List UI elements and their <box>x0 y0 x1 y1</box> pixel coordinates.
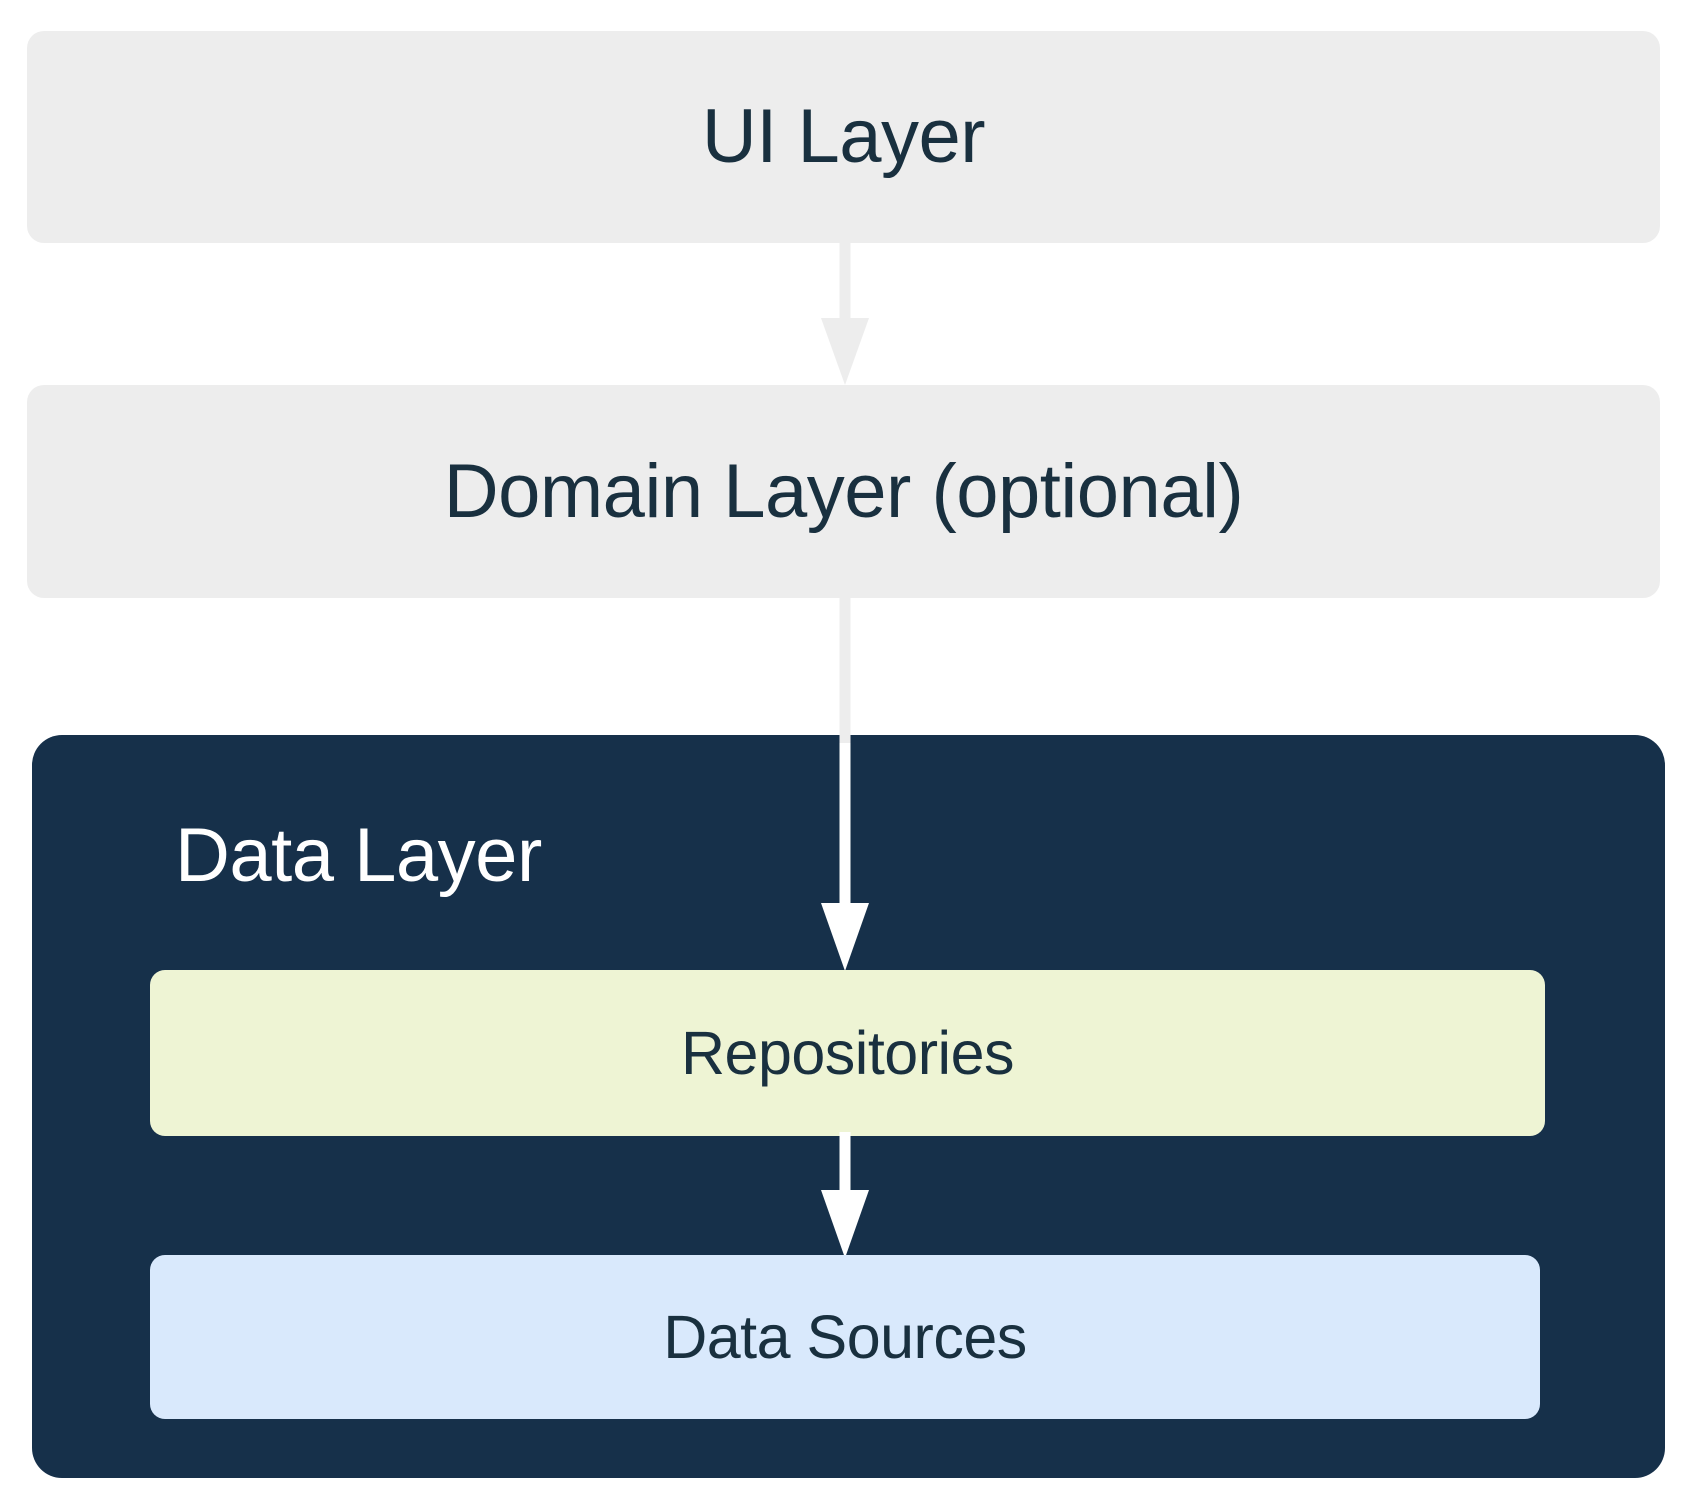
repositories-box: Repositories <box>150 970 1545 1136</box>
repositories-label: Repositories <box>680 1018 1015 1087</box>
arrow-ui-to-domain-icon <box>821 240 869 385</box>
arrow-domain-to-data-layer-icon <box>839 595 851 740</box>
arrow-domain-to-repositories-icon <box>821 733 869 971</box>
ui-layer-box: UI Layer <box>27 31 1660 243</box>
arrow-repositories-to-data-sources-icon <box>821 1132 869 1258</box>
ui-layer-label: UI Layer <box>701 94 986 179</box>
data-sources-box: Data Sources <box>150 1255 1540 1419</box>
domain-layer-label: Domain Layer (optional) <box>443 448 1244 534</box>
domain-layer-box: Domain Layer (optional) <box>27 385 1660 598</box>
data-sources-label: Data Sources <box>663 1302 1027 1371</box>
data-layer-label: Data Layer <box>175 813 542 898</box>
